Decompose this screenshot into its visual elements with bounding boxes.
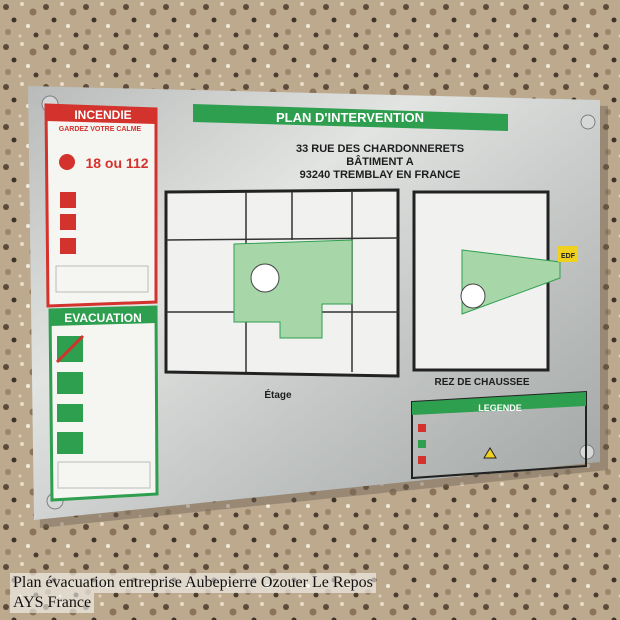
evac-panel	[48, 305, 159, 502]
plaque-title: PLAN D'INTERVENTION	[276, 110, 424, 125]
no-elevator-slash	[55, 334, 85, 364]
crawl-icon	[57, 404, 83, 422]
address-line-2: BÂTIMENT A	[346, 155, 413, 168]
floor-wall	[165, 237, 399, 241]
caption-source: AYS France	[10, 593, 95, 613]
legend-title: LEGENDE	[478, 403, 522, 413]
evac-panel-title: EVACUATION	[64, 311, 142, 325]
door-close-icon	[57, 432, 83, 454]
address-line-3: 93240 TREMBLAY EN FRANCE	[300, 169, 461, 181]
fire-panel-notes	[55, 265, 149, 293]
legend-alarm-icon	[418, 424, 426, 432]
floor-label: Étage	[264, 388, 292, 401]
phone-icon	[59, 154, 75, 170]
screw-top-right	[580, 114, 596, 130]
exit-running-icon	[57, 372, 83, 394]
legend-extinguisher-icon	[418, 456, 426, 464]
edf-label: EDF	[561, 253, 576, 260]
address-line-1: 33 RUE DES CHARDONNERETS	[296, 143, 464, 155]
floor-stairwell	[250, 263, 280, 293]
emergency-numbers: 18 ou 112	[85, 155, 148, 171]
edf-box	[558, 246, 578, 262]
evac-panel-header	[50, 307, 156, 326]
fire-panel-subtitle: GARDEZ VOTRE CALME	[59, 126, 142, 133]
title-bar	[193, 104, 508, 131]
fire-panel-title: INCENDIE	[74, 108, 131, 122]
ground-floor-label: REZ DE CHAUSSEE	[434, 377, 529, 388]
ground-stairwell	[460, 283, 486, 309]
fire-alarm-icon	[60, 192, 76, 208]
fire-panel	[44, 103, 158, 308]
fire-panel-header	[46, 105, 156, 124]
legend-warning-icon	[483, 447, 497, 459]
evac-panel-notes	[57, 461, 151, 489]
door-icon	[60, 238, 76, 254]
legend-header	[412, 392, 586, 415]
legend-exit-icon	[418, 440, 426, 448]
extinguisher-icon	[60, 214, 76, 230]
caption-title: Plan évacuation entreprise Aubepierre Oz…	[10, 573, 376, 593]
